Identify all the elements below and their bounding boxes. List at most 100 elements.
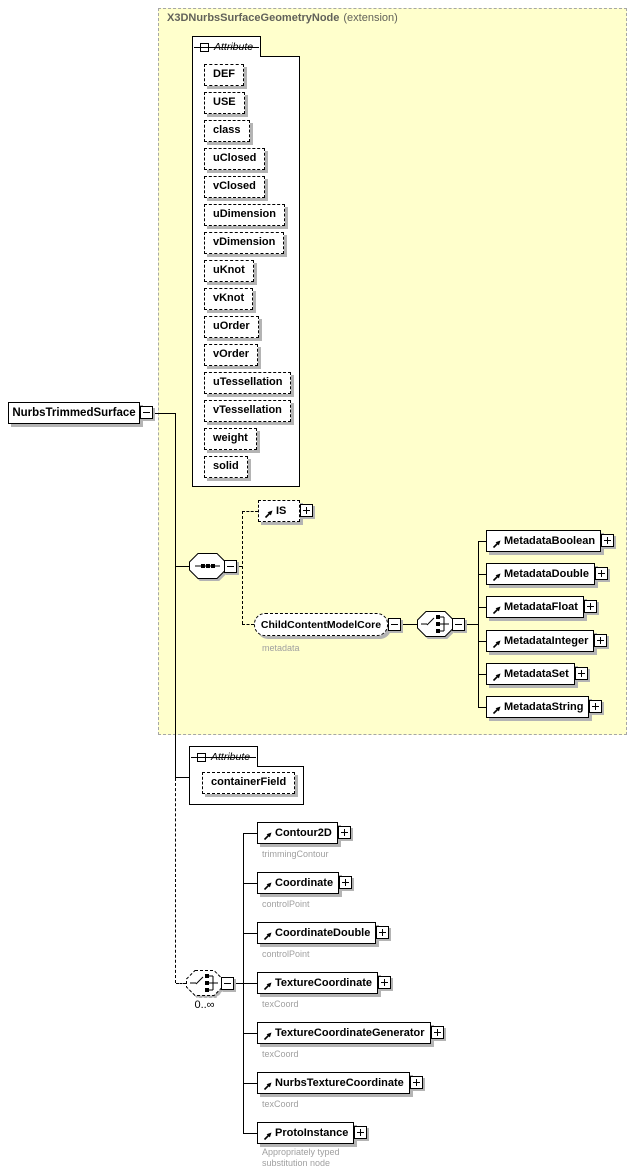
reference-arrow-icon: [492, 572, 501, 582]
attribute-vdimension[interactable]: vDimension: [204, 232, 285, 254]
element-metadata-string[interactable]: MetadataString: [486, 696, 603, 718]
element-nurbs-texture-coordinate[interactable]: NurbsTextureCoordinate: [257, 1072, 423, 1094]
reference-arrow-icon: [263, 981, 272, 991]
element-label: MetadataFloat: [504, 601, 578, 613]
element-texture-coordinate-generator[interactable]: TextureCoordinateGenerator: [257, 1022, 444, 1044]
element-label: CoordinateDouble: [275, 927, 371, 939]
element-label: TextureCoordinate: [275, 977, 372, 989]
annotation-control-point: controlPoint: [262, 899, 310, 909]
attribute-class[interactable]: class: [204, 120, 250, 142]
element-metadata-set[interactable]: MetadataSet: [486, 663, 588, 685]
attribute-group-bottom-tab[interactable]: Attribute: [189, 746, 259, 767]
choice-compositor-icon[interactable]: [417, 611, 454, 637]
attribute-def[interactable]: DEF: [204, 64, 244, 86]
sequence-compositor-icon[interactable]: [189, 553, 226, 579]
expand-icon[interactable]: [300, 504, 314, 517]
collapse-icon[interactable]: [388, 617, 401, 631]
connector: [242, 624, 254, 625]
reference-arrow-icon: [263, 1081, 272, 1091]
collapse-icon[interactable]: [200, 42, 209, 52]
collapse-icon[interactable]: [140, 406, 153, 419]
expand-icon[interactable]: [339, 876, 353, 889]
attribute-use[interactable]: USE: [204, 92, 245, 114]
expand-icon[interactable]: [574, 667, 588, 680]
attribute-group-top-tab[interactable]: Attribute: [192, 36, 262, 57]
element-metadata-boolean[interactable]: MetadataBoolean: [486, 530, 615, 552]
attribute-uknot[interactable]: uKnot: [204, 260, 254, 282]
element-label: Contour2D: [275, 827, 332, 839]
connector: [465, 624, 478, 625]
attribute-uorder[interactable]: uOrder: [204, 316, 259, 338]
connector: [478, 574, 486, 575]
expand-icon[interactable]: [594, 634, 608, 647]
reference-arrow-icon: [263, 931, 272, 941]
expand-icon[interactable]: [583, 600, 597, 613]
element-coordinate-double[interactable]: CoordinateDouble: [257, 922, 390, 944]
connector: [478, 641, 486, 642]
element-coordinate[interactable]: Coordinate: [257, 872, 353, 894]
annotation-substitution-node: Appropriately typed substitution node: [262, 1147, 340, 1169]
connector: [237, 566, 243, 567]
connector: [243, 983, 257, 984]
choice-compositor-icon[interactable]: [186, 970, 223, 996]
element-is[interactable]: IS: [258, 500, 314, 522]
connector: [176, 983, 186, 984]
attribute-utessellation[interactable]: uTessellation: [204, 372, 292, 394]
collapse-icon[interactable]: [197, 752, 206, 762]
element-metadata-double[interactable]: MetadataDouble: [486, 563, 608, 585]
expand-icon[interactable]: [354, 1126, 368, 1139]
extension-title-name: X3DNurbsSurfaceGeometryNode: [167, 12, 340, 24]
element-label: MetadataInteger: [504, 635, 589, 647]
connector: [243, 1083, 257, 1084]
element-metadata-integer[interactable]: MetadataInteger: [486, 630, 608, 652]
element-proto-instance[interactable]: ProtoInstance: [257, 1122, 368, 1144]
expand-icon[interactable]: [376, 926, 390, 939]
expand-icon[interactable]: [430, 1026, 444, 1039]
expand-icon[interactable]: [409, 1076, 423, 1089]
connector: [478, 674, 486, 675]
collapse-icon[interactable]: [221, 977, 234, 990]
connector: [243, 883, 257, 884]
reference-arrow-icon: [492, 672, 501, 682]
element-label: MetadataString: [504, 701, 584, 713]
element-label: ProtoInstance: [275, 1127, 349, 1139]
connector: [242, 511, 258, 512]
expand-icon[interactable]: [589, 700, 603, 713]
attribute-udimension[interactable]: uDimension: [204, 204, 285, 226]
attribute-vtessellation[interactable]: vTessellation: [204, 400, 291, 422]
element-metadata-float[interactable]: MetadataFloat: [486, 596, 597, 618]
attribute-vknot[interactable]: vKnot: [204, 288, 254, 310]
element-contour2d[interactable]: Contour2D: [257, 822, 351, 844]
element-child-content-model-core[interactable]: ChildContentModelCore: [254, 613, 401, 636]
attribute-vorder[interactable]: vOrder: [204, 344, 259, 366]
connector: [243, 833, 257, 834]
attribute-containerfield[interactable]: containerField: [202, 772, 296, 794]
expand-icon[interactable]: [594, 567, 608, 580]
element-texture-coordinate[interactable]: TextureCoordinate: [257, 972, 391, 994]
element-label: MetadataDouble: [504, 568, 589, 580]
element-label: MetadataBoolean: [504, 535, 596, 547]
connector: [243, 1133, 257, 1134]
attribute-uclosed[interactable]: uClosed: [204, 148, 266, 170]
extension-title-suffix: (extension): [343, 12, 398, 24]
attribute-vclosed[interactable]: vClosed: [204, 176, 265, 198]
attribute-solid[interactable]: solid: [204, 456, 248, 478]
connector: [478, 541, 479, 708]
annotation-texcoord: texCoord: [262, 1049, 299, 1059]
attribute-weight[interactable]: weight: [204, 428, 257, 450]
reference-arrow-icon: [492, 605, 501, 615]
element-nurbs-trimmed-surface[interactable]: NurbsTrimmedSurface: [8, 402, 153, 424]
collapse-icon[interactable]: [224, 560, 237, 573]
collapse-icon[interactable]: [452, 618, 465, 631]
expand-icon[interactable]: [377, 976, 391, 989]
element-label: NurbsTrimmedSurface: [12, 407, 136, 419]
connector: [478, 541, 486, 542]
connector: [478, 707, 486, 708]
expand-icon[interactable]: [337, 826, 351, 839]
connector: [243, 1033, 257, 1034]
element-label: MetadataSet: [504, 668, 569, 680]
element-label: IS: [276, 505, 287, 517]
expand-icon[interactable]: [601, 534, 615, 547]
annotation-texcoord: texCoord: [262, 999, 299, 1009]
